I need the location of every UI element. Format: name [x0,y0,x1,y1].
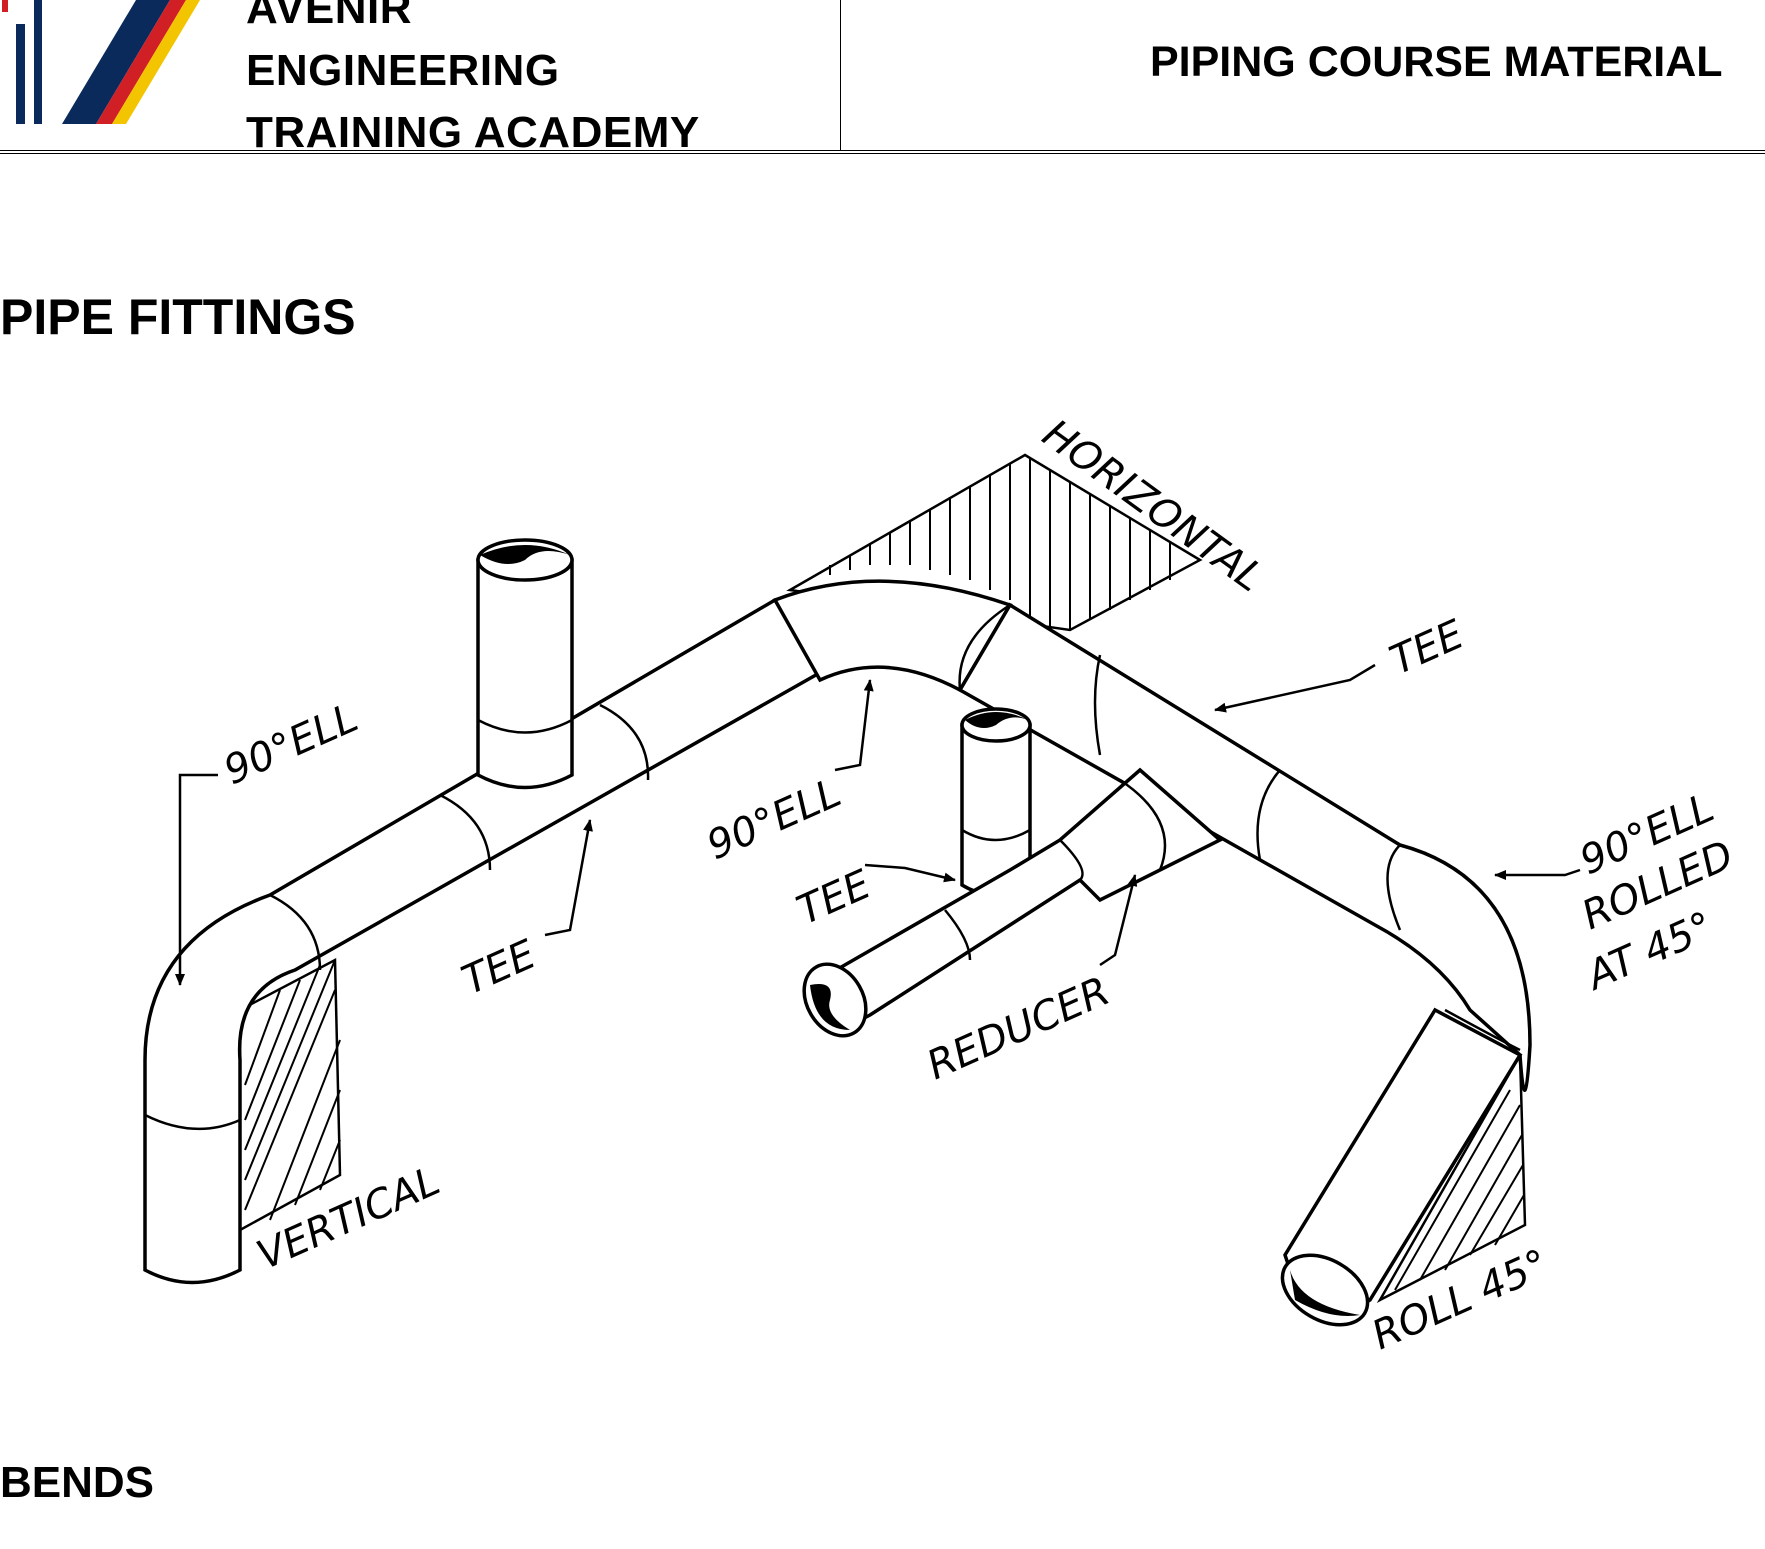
logo-bar-red [2,0,8,12]
academy-name-line-3: TRAINING ACADEMY [246,108,700,157]
academy-name: AVENIR ENGINEERING TRAINING ACADEMY [246,0,700,164]
roll-leg [1280,1007,1523,1327]
next-section-title: BENDS [0,1458,155,1507]
pipe-fittings-diagram: 90°ELL TEE VERTICAL HORIZONTAL 90°ELL TE… [143,411,1740,1359]
right-pipe-run [957,602,1532,1092]
logo-stripe-red [96,0,186,124]
label-tee-center: TEE [790,861,878,934]
vertical-plane-hatch [238,957,342,1233]
left-tee-stub [476,538,574,790]
logo-stripe-yellow [112,0,200,124]
label-vertical: VERTICAL [250,1158,446,1279]
label-tee-right: TEE [1383,611,1471,684]
label-90-ell-center: 90°ELL [700,770,847,869]
label-reducer: REDUCER [920,968,1116,1089]
course-title: PIPING COURSE MATERIAL [1150,38,1723,86]
label-tee-left: TEE [455,931,543,1004]
academy-name-line-2: ENGINEERING [246,46,560,95]
logo-stripe-navy [62,0,170,124]
header-divider [840,0,841,150]
academy-name-line-1: AVENIR [246,0,412,33]
academy-logo [0,0,215,140]
page-header: AVENIR ENGINEERING TRAINING ACADEMY PIPI… [0,0,1765,157]
roll-plane-hatch [1376,1050,1527,1304]
section-title: PIPE FITTINGS [0,289,356,345]
logo-bar-navy-1 [16,24,25,124]
leader-lines [175,663,1581,986]
label-90-ell-left: 90°ELL [217,695,364,794]
logo-bar-navy-2 [34,0,42,124]
reducer-branch [802,767,1224,1038]
